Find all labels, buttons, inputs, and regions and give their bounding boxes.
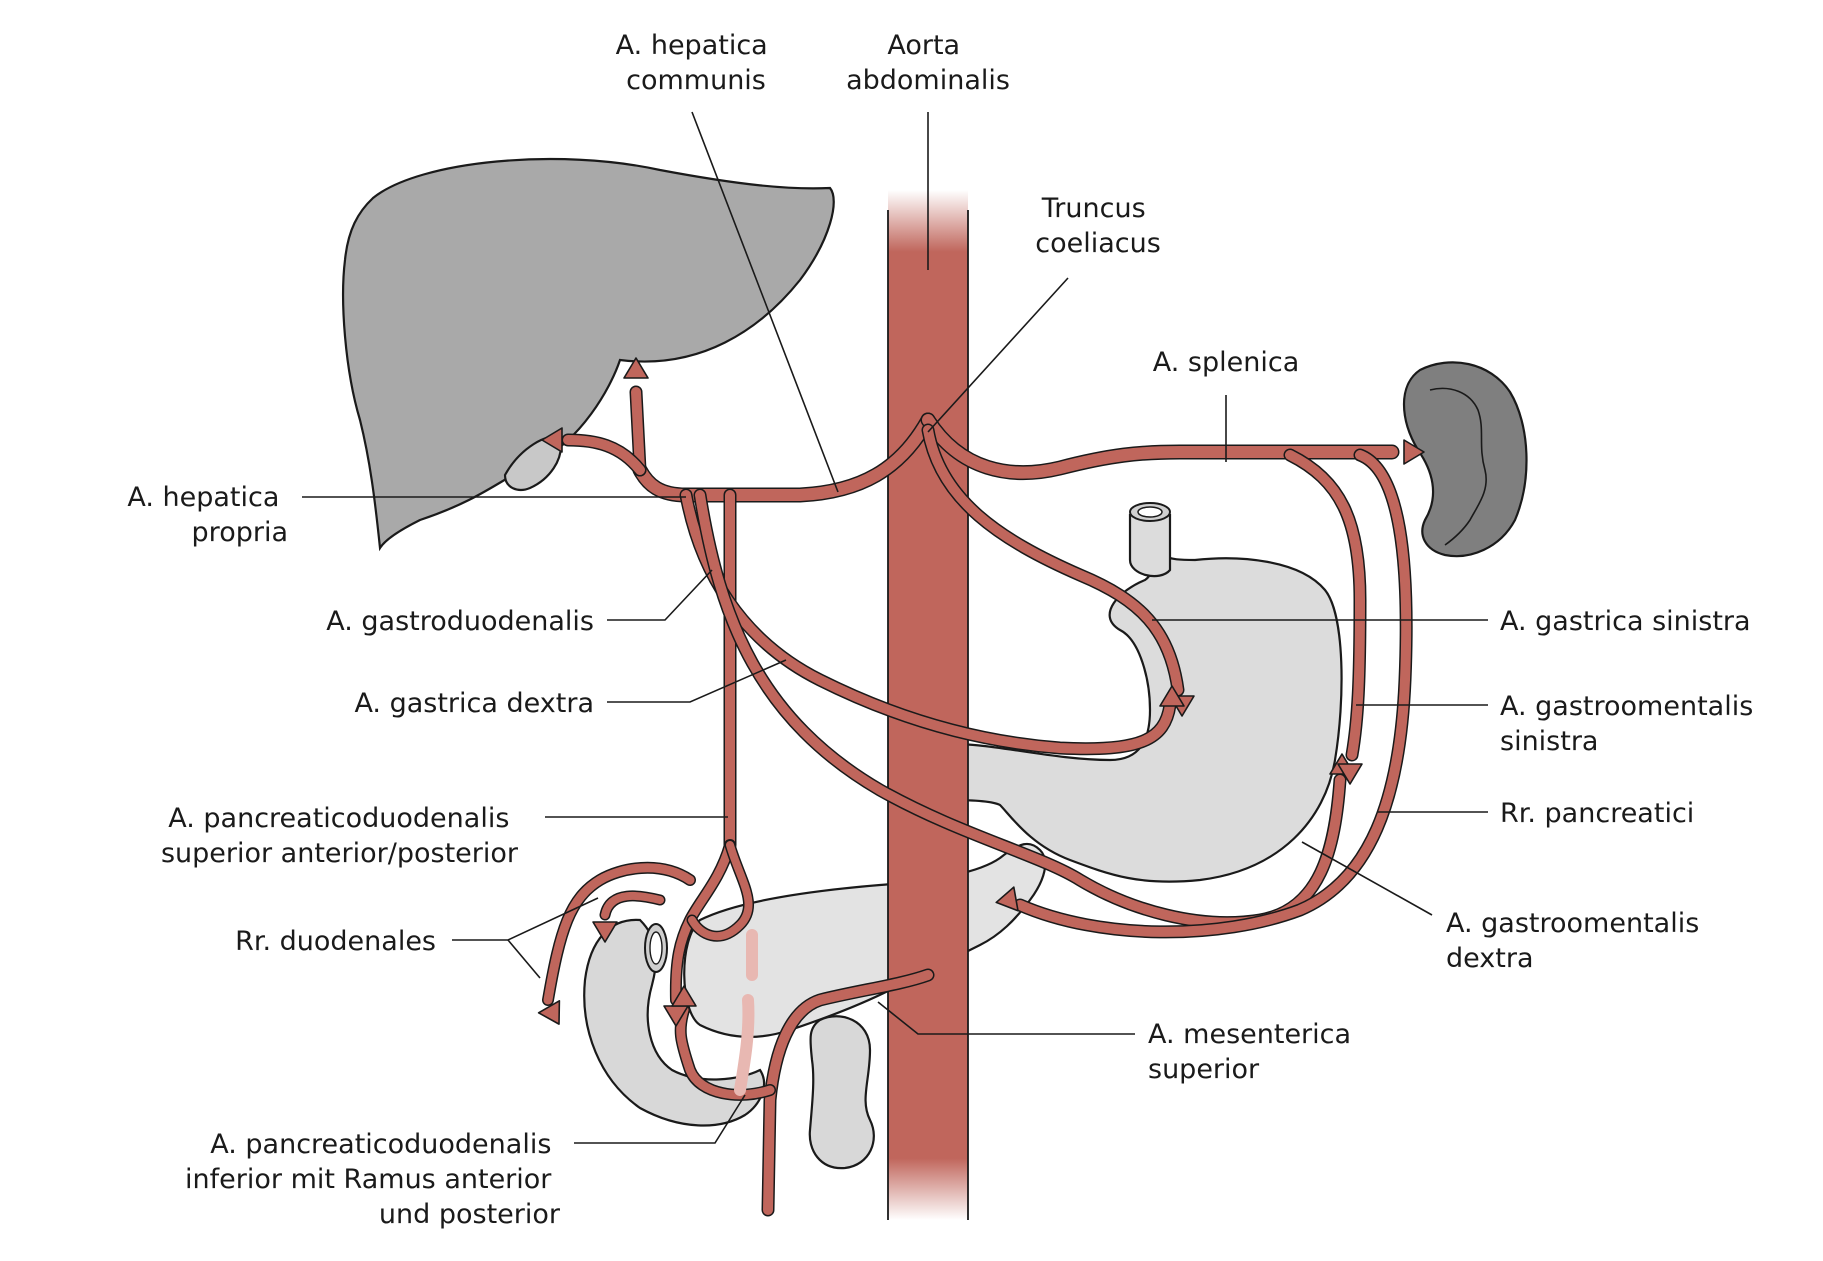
label-pancreatici-line1: Rr. pancreatici (1500, 798, 1694, 829)
label-hepatica-communis-line1: A. hepatica (616, 30, 768, 61)
label-hepatica-communis-line2: communis (626, 65, 766, 96)
label-pcd-superior-line1: A. pancreaticoduodenalis (168, 803, 509, 834)
label-gastrica-sinistra: A. gastrica sinistra (1500, 606, 1751, 637)
artery-hepatica-propria-up (631, 387, 645, 475)
leader-truncus (927, 277, 1069, 433)
label-mesenterica-line2: superior (1148, 1054, 1260, 1085)
leader-hepatica-communis (691, 111, 839, 493)
label-hepatica-propria: A. hepatica propria (127, 482, 288, 548)
label-gastroomentalis-sinistra-line1: A. gastroomentalis (1500, 691, 1753, 722)
label-gastroomentalis-dextra-line2: dextra (1446, 943, 1534, 974)
artery-hepatica-communis-outline (632, 412, 936, 503)
arrow-pancreatici (995, 886, 1019, 912)
label-gastroomentalis-sinistra-line2: sinistra (1500, 726, 1598, 757)
label-mesenterica-superior: A. mesenterica superior (1148, 1019, 1360, 1085)
artery-duodenales-2 (601, 891, 664, 919)
artery-gastrica-sinistra (923, 425, 1183, 695)
arteries-group (537, 357, 1425, 1217)
label-splenica-line1: A. splenica (1153, 347, 1299, 378)
jejunum (808, 1015, 875, 1170)
label-aorta-line1: Aorta (887, 30, 960, 61)
esophagus (1128, 513, 1172, 578)
label-gastroduodenalis: A. gastroduodenalis (326, 606, 594, 637)
spleen-hilum-line (1429, 387, 1487, 546)
artery-pcd-inferior (676, 1005, 775, 1100)
duodenum-inner (649, 931, 663, 965)
label-mesenterica-line1: A. mesenterica (1148, 1019, 1351, 1050)
pancreatic-inner-vessel-up (734, 994, 755, 1096)
duodenum (583, 918, 766, 1127)
label-gastroduodenalis-line1: A. gastroduodenalis (326, 606, 594, 637)
label-pancreaticoduodenalis-superior: A. pancreaticoduodenalis superior anteri… (161, 803, 519, 869)
leader-pancreaticoduodenalis-inferior (574, 1094, 746, 1144)
label-splenica: A. splenica (1153, 347, 1299, 378)
gallbladder (503, 435, 562, 492)
label-gastrica-dextra: A. gastrica dextra (354, 688, 594, 719)
label-gastroomentalis-sinistra: A. gastroomentalis sinistra (1500, 691, 1762, 757)
artery-mesenterica (763, 970, 933, 1215)
label-pancreatici: Rr. pancreatici (1500, 798, 1694, 829)
label-duodenales: Rr. duodenales (235, 926, 436, 957)
stomach (916, 514, 1343, 883)
liver (342, 157, 835, 552)
label-aorta-line2: abdominalis (846, 65, 1010, 96)
label-pcd-inferior-line3: und posterior (379, 1199, 561, 1230)
arrow-duodenales-1 (537, 1000, 561, 1025)
label-truncus-coeliacus: Truncus coeliacus (1035, 193, 1161, 259)
arrow-gastrica-dextra (1159, 685, 1185, 707)
aorta (888, 190, 968, 1220)
leader-lines (302, 111, 1488, 1144)
label-truncus-line2: coeliacus (1035, 228, 1161, 259)
leader-mesenterica-superior (877, 1001, 1135, 1035)
label-gastrica-dextra-line1: A. gastrica dextra (354, 688, 594, 719)
artery-hepatica-propria-left (563, 435, 645, 475)
label-duodenales-line1: Rr. duodenales (235, 926, 436, 957)
arrow-gastroomentalis-sinistra (1337, 763, 1363, 785)
leader-gastrica-dextra (607, 659, 787, 703)
artery-splenica (922, 414, 1398, 479)
label-hepatica-propria-line2: propria (192, 517, 288, 548)
label-gastroomentalis-dextra: A. gastroomentalis dextra (1446, 908, 1708, 974)
labels: A. hepatica communis Aorta abdominalis T… (127, 30, 1762, 1230)
label-truncus-line1: Truncus (1041, 193, 1146, 224)
label-pcd-inferior-line1: A. pancreaticoduodenalis (210, 1129, 551, 1160)
artery-hepatica-communis (634, 414, 934, 501)
label-hepatica-communis: A. hepatica communis (616, 30, 777, 96)
label-pcd-inferior-line2: inferior mit Ramus anterior (185, 1164, 552, 1195)
artery-pcd-superior-2 (688, 841, 753, 941)
arrow-pcd-inferior (671, 985, 697, 1007)
leader-duodenales-2 (507, 939, 541, 979)
label-pancreaticoduodenalis-inferior: A. pancreaticoduodenalis inferior mit Ra… (185, 1129, 561, 1230)
arrow-hepatica-propria-up (623, 357, 649, 379)
leader-gastroomentalis-dextra (1301, 841, 1433, 916)
artery-gastroomentalis-sinistra (1285, 450, 1365, 760)
leader-gastroduodenalis (607, 569, 713, 621)
label-pcd-superior-line2: superior anterior/posterior (161, 838, 519, 869)
label-gastrica-sinistra-line1: A. gastrica sinistra (1500, 606, 1751, 637)
label-hepatica-propria-line1: A. hepatica (127, 482, 279, 513)
arrow-splenica (1403, 439, 1425, 465)
arrow-hepatica-propria-left (541, 427, 563, 453)
esophagus-inner (1137, 506, 1163, 518)
label-aorta-abdominalis: Aorta abdominalis (846, 30, 1010, 96)
artery-pancreatici (1015, 450, 1412, 937)
label-gastroomentalis-dextra-line1: A. gastroomentalis (1446, 908, 1699, 939)
artery-duodenales-1 (543, 863, 695, 1005)
arrow-duodenales-2 (592, 921, 618, 943)
